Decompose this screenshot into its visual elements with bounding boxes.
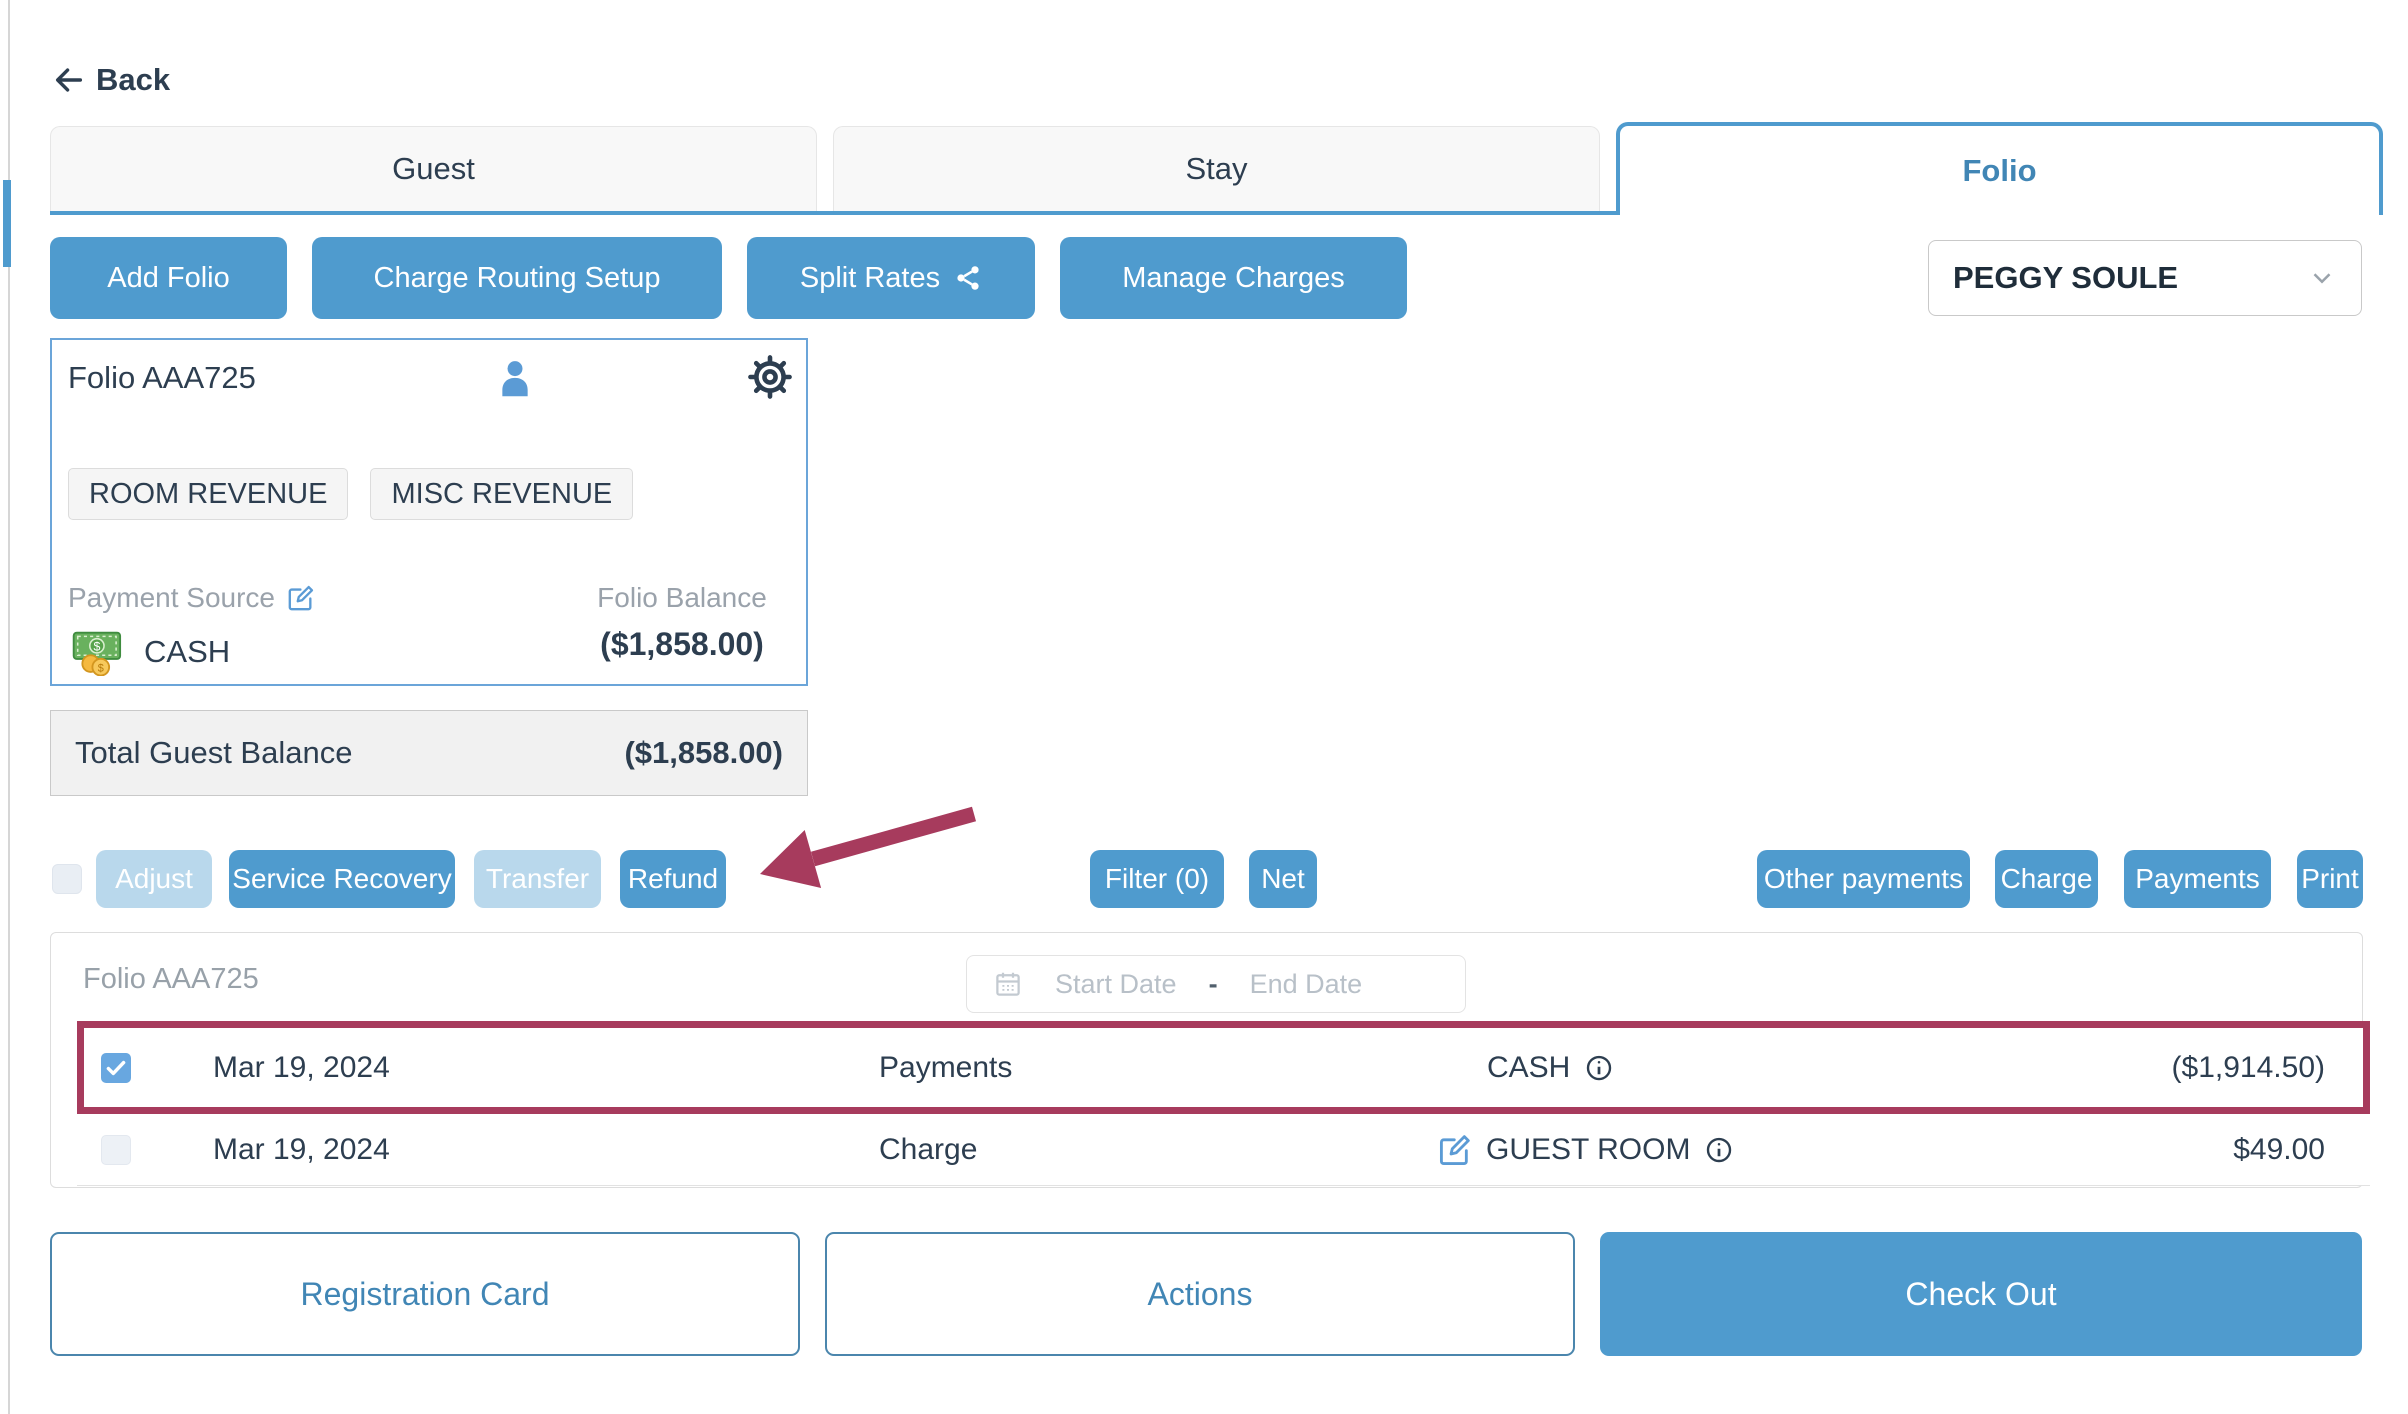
cash-money-icon: $ $ bbox=[72, 628, 128, 676]
ledger-folio-label: Folio AAA725 bbox=[83, 963, 259, 995]
total-guest-balance-label: Total Guest Balance bbox=[75, 735, 353, 770]
select-all-checkbox[interactable] bbox=[52, 864, 82, 894]
registration-card-label: Registration Card bbox=[300, 1275, 550, 1312]
net-button[interactable]: Net bbox=[1249, 850, 1317, 908]
tag-misc-revenue: MISC REVENUE bbox=[370, 468, 634, 520]
ledger-row-payment: Mar 19, 2024 Payments CASH ($1,914.50) bbox=[77, 1021, 2370, 1114]
net-label: Net bbox=[1261, 863, 1305, 894]
person-icon[interactable] bbox=[492, 356, 538, 402]
filter-button[interactable]: Filter (0) bbox=[1090, 850, 1224, 908]
tab-folio[interactable]: Folio bbox=[1616, 122, 2383, 215]
revenue-tags: ROOM REVENUE MISC REVENUE bbox=[68, 468, 634, 520]
service-recovery-label: Service Recovery bbox=[232, 863, 452, 894]
svg-text:$: $ bbox=[93, 639, 100, 653]
panel-edge-divider bbox=[8, 0, 10, 1414]
check-out-button[interactable]: Check Out bbox=[1600, 1232, 2362, 1356]
adjust-button[interactable]: Adjust bbox=[96, 850, 212, 908]
left-scrollbar-thumb[interactable] bbox=[3, 180, 11, 267]
transfer-button[interactable]: Transfer bbox=[474, 850, 601, 908]
registration-card-button[interactable]: Registration Card bbox=[50, 1232, 800, 1356]
chevron-down-icon bbox=[2307, 263, 2337, 293]
manage-charges-label: Manage Charges bbox=[1122, 261, 1345, 294]
row-amount: $49.00 bbox=[2233, 1132, 2325, 1166]
guest-selector[interactable]: PEGGY SOULE bbox=[1928, 240, 2362, 316]
date-range-separator: - bbox=[1208, 968, 1218, 999]
row-checkbox[interactable] bbox=[101, 1134, 131, 1165]
tabs-active-underline bbox=[50, 211, 1618, 215]
manage-charges-button[interactable]: Manage Charges bbox=[1060, 237, 1407, 319]
transfer-label: Transfer bbox=[485, 863, 590, 894]
end-date-placeholder: End Date bbox=[1249, 968, 1363, 999]
payments-button[interactable]: Payments bbox=[2124, 850, 2271, 908]
total-guest-balance-value: ($1,858.00) bbox=[624, 735, 783, 770]
add-folio-button[interactable]: Add Folio bbox=[50, 237, 287, 319]
detail-tabs: Guest Stay Folio bbox=[50, 122, 2383, 215]
adjust-label: Adjust bbox=[115, 863, 193, 894]
actions-button[interactable]: Actions bbox=[825, 1232, 1575, 1356]
row-type: Payments bbox=[879, 1050, 1013, 1084]
row-description: CASH bbox=[1487, 1051, 1614, 1085]
folio-card: Folio AAA725 ROOM REVENUE MISC REVENUE P… bbox=[50, 338, 808, 686]
folio-balance-label: Folio Balance bbox=[597, 582, 767, 613]
info-icon[interactable] bbox=[1584, 1053, 1614, 1083]
charge-routing-setup-label: Charge Routing Setup bbox=[373, 261, 661, 294]
annotation-arrow bbox=[752, 800, 982, 895]
edit-charge-icon[interactable] bbox=[1438, 1133, 1472, 1167]
row-description-text: CASH bbox=[1487, 1050, 1571, 1084]
other-payments-button[interactable]: Other payments bbox=[1757, 850, 1970, 908]
filter-label: Filter (0) bbox=[1104, 863, 1210, 894]
tab-guest[interactable]: Guest bbox=[50, 126, 817, 211]
row-checkbox[interactable] bbox=[101, 1052, 131, 1083]
row-description-text: GUEST ROOM bbox=[1486, 1132, 1691, 1166]
row-description: GUEST ROOM bbox=[1438, 1133, 1734, 1167]
payment-source-value: CASH bbox=[144, 634, 231, 669]
row-date: Mar 19, 2024 bbox=[213, 1132, 390, 1166]
tab-guest-label: Guest bbox=[392, 151, 475, 186]
tag-room-revenue: ROOM REVENUE bbox=[68, 468, 349, 520]
payment-source-label: Payment Source bbox=[68, 582, 275, 613]
back-label: Back bbox=[96, 62, 171, 97]
row-amount: ($1,914.50) bbox=[2171, 1050, 2325, 1084]
back-arrow-icon bbox=[52, 63, 86, 97]
start-date-placeholder: Start Date bbox=[1055, 968, 1177, 999]
charge-label: Charge bbox=[2000, 863, 2093, 894]
folio-card-title: Folio AAA725 bbox=[68, 360, 256, 395]
ledger-row-charge: Mar 19, 2024 Charge GUEST ROOM $49.00 bbox=[77, 1114, 2370, 1186]
tab-stay[interactable]: Stay bbox=[833, 126, 1600, 211]
info-icon[interactable] bbox=[1704, 1135, 1734, 1165]
print-button[interactable]: Print bbox=[2297, 850, 2363, 908]
date-range-input[interactable]: Start Date - End Date bbox=[966, 955, 1466, 1013]
check-out-label: Check Out bbox=[1905, 1275, 2057, 1312]
tab-folio-label: Folio bbox=[1962, 152, 2037, 188]
split-rates-label: Split Rates bbox=[799, 261, 941, 294]
charge-routing-setup-button[interactable]: Charge Routing Setup bbox=[312, 237, 722, 319]
gear-icon[interactable] bbox=[747, 354, 793, 400]
charge-button[interactable]: Charge bbox=[1995, 850, 2098, 908]
svg-text:$: $ bbox=[98, 662, 104, 674]
split-rates-button[interactable]: Split Rates bbox=[747, 237, 1035, 319]
other-payments-label: Other payments bbox=[1763, 863, 1964, 894]
refund-button[interactable]: Refund bbox=[620, 850, 726, 908]
service-recovery-button[interactable]: Service Recovery bbox=[229, 850, 455, 908]
row-date: Mar 19, 2024 bbox=[213, 1050, 390, 1084]
refund-label: Refund bbox=[627, 863, 719, 894]
row-type: Charge bbox=[879, 1132, 978, 1166]
back-link[interactable]: Back bbox=[52, 62, 170, 98]
tab-stay-label: Stay bbox=[1185, 151, 1248, 186]
payments-label: Payments bbox=[2135, 863, 2260, 894]
folio-balance-value: ($1,858.00) bbox=[600, 626, 764, 662]
total-guest-balance: Total Guest Balance ($1,858.00) bbox=[50, 710, 808, 796]
print-label: Print bbox=[2301, 863, 2359, 894]
calendar-icon bbox=[993, 969, 1023, 999]
guest-selector-value: PEGGY SOULE bbox=[1953, 260, 2179, 295]
edit-payment-source-icon[interactable] bbox=[287, 584, 315, 612]
actions-label: Actions bbox=[1147, 1275, 1253, 1312]
add-folio-label: Add Folio bbox=[107, 261, 230, 294]
share-icon bbox=[954, 264, 982, 292]
folio-ledger-panel: Folio AAA725 Start Date - End Date Mar 1… bbox=[50, 932, 2370, 1188]
